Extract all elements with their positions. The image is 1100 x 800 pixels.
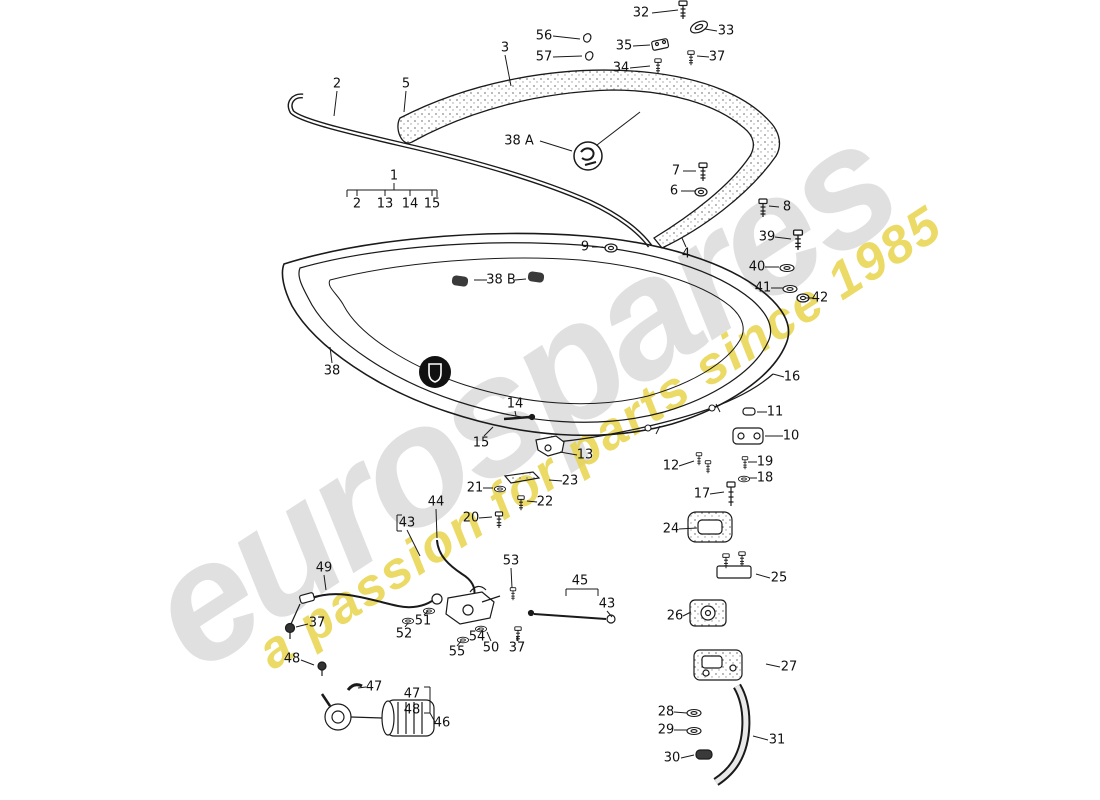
part-number-label-43: 43 bbox=[598, 596, 616, 612]
part-number-label-44: 44 bbox=[427, 494, 445, 510]
rear-lid-assembly bbox=[281, 232, 790, 445]
part-number-label-13: 13 bbox=[576, 447, 594, 463]
part-number-label-7: 7 bbox=[671, 163, 681, 179]
legend-group-number: 1 bbox=[389, 168, 399, 184]
part-number-label-37: 37 bbox=[708, 49, 726, 65]
part-number-label-47: 47 bbox=[365, 679, 383, 695]
part-number-label-11: 11 bbox=[766, 404, 784, 420]
part-number-label-34: 34 bbox=[612, 60, 630, 76]
part-number-label-24: 24 bbox=[662, 521, 680, 537]
part-number-label-9: 9 bbox=[580, 239, 590, 255]
part-number-label-40: 40 bbox=[748, 259, 766, 275]
part-number-label-14: 14 bbox=[506, 396, 524, 412]
part-number-label-21: 21 bbox=[466, 480, 484, 496]
part-number-label-16: 16 bbox=[783, 369, 801, 385]
part-number-label-48: 48 bbox=[283, 651, 301, 667]
leader-lines bbox=[295, 9, 813, 759]
part-number-label-20: 20 bbox=[462, 510, 480, 526]
part-number-label-29: 29 bbox=[657, 722, 675, 738]
part-number-label-38A: 38 A bbox=[504, 133, 534, 149]
part-number-label-49: 49 bbox=[315, 560, 333, 576]
part-number-label-53: 53 bbox=[502, 553, 520, 569]
part-number-label-48: 48 bbox=[403, 702, 421, 718]
part-number-label-6: 6 bbox=[669, 183, 679, 199]
part-number-label-19: 19 bbox=[756, 454, 774, 470]
part-number-label-8: 8 bbox=[782, 199, 792, 215]
part-number-label-42: 42 bbox=[811, 290, 829, 306]
part-number-label-47: 47 bbox=[403, 686, 421, 702]
part-number-label-55: 55 bbox=[448, 644, 466, 660]
part-number-label-28: 28 bbox=[657, 704, 675, 720]
part-number-label-56: 56 bbox=[535, 28, 553, 44]
part-number-label-4: 4 bbox=[681, 246, 691, 262]
crest-icon bbox=[419, 356, 451, 388]
part-number-label-23: 23 bbox=[561, 473, 579, 489]
part-number-label-46: 46 bbox=[433, 715, 451, 731]
part-number-label-41: 41 bbox=[754, 280, 772, 296]
legend-item: 2 bbox=[352, 196, 362, 212]
part-number-label-18: 18 bbox=[756, 470, 774, 486]
part-number-label-39: 39 bbox=[758, 229, 776, 245]
part-number-label-32: 32 bbox=[632, 5, 650, 21]
part-number-label-12: 12 bbox=[662, 458, 680, 474]
part-number-label-22: 22 bbox=[536, 494, 554, 510]
part-number-label-45: 45 bbox=[571, 573, 589, 589]
legend-item: 13 bbox=[376, 196, 394, 212]
part-number-label-15: 15 bbox=[472, 435, 490, 451]
part-number-label-2: 2 bbox=[332, 76, 342, 92]
part-number-label-43: 43 bbox=[398, 515, 416, 531]
part-number-label-5: 5 bbox=[401, 76, 411, 92]
part-number-label-38B: 38 B bbox=[486, 272, 516, 288]
part-number-label-17: 17 bbox=[693, 486, 711, 502]
part-number-label-50: 50 bbox=[482, 640, 500, 656]
part-number-label-52: 52 bbox=[395, 626, 413, 642]
part-number-label-54: 54 bbox=[468, 629, 486, 645]
part-number-label-26: 26 bbox=[666, 608, 684, 624]
part-number-label-38: 38 bbox=[323, 363, 341, 379]
part-number-label-27: 27 bbox=[780, 659, 798, 675]
rivet-symbol-icon bbox=[573, 141, 603, 171]
part-number-label-35: 35 bbox=[615, 38, 633, 54]
legend-item: 14 bbox=[401, 196, 419, 212]
part-number-label-31: 31 bbox=[768, 732, 786, 748]
spoiler-seal-band bbox=[287, 69, 781, 249]
hardware-parts bbox=[284, 0, 810, 786]
part-number-label-37: 37 bbox=[508, 640, 526, 656]
part-number-label-3: 3 bbox=[500, 40, 510, 56]
part-number-label-51: 51 bbox=[414, 613, 432, 629]
part-number-label-37: 37 bbox=[308, 615, 326, 631]
part-number-label-25: 25 bbox=[770, 570, 788, 586]
legend-item: 15 bbox=[423, 196, 441, 212]
part-number-label-57: 57 bbox=[535, 49, 553, 65]
part-number-label-10: 10 bbox=[782, 428, 800, 444]
part-number-label-30: 30 bbox=[663, 750, 681, 766]
part-number-label-33: 33 bbox=[717, 23, 735, 39]
